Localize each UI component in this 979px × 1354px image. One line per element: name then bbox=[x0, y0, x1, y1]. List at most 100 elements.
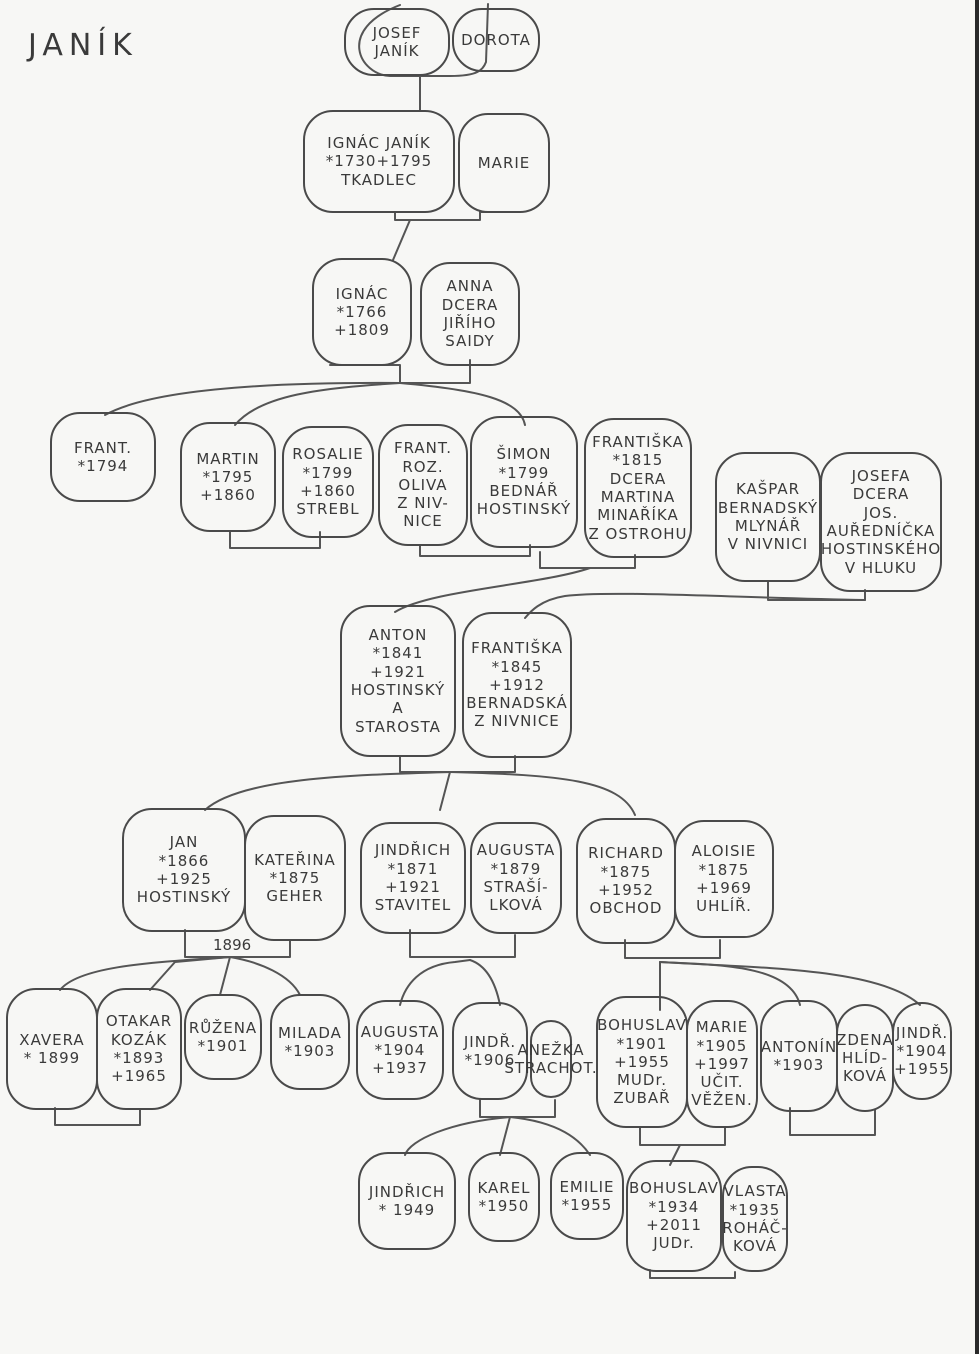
person-text-line: ŠIMON bbox=[496, 445, 552, 464]
person-text-line: JANÍK bbox=[374, 42, 420, 60]
person-text-line: DCERA bbox=[441, 295, 499, 314]
person-text-line: +1809 bbox=[334, 321, 390, 340]
person-text-line: JUDr. bbox=[653, 1234, 695, 1253]
person-text-line: KOVÁ bbox=[732, 1237, 778, 1256]
person-text-line: STAVITEL bbox=[374, 896, 452, 915]
person-text-line: TKADLEC bbox=[341, 170, 417, 189]
person-text-line: OBCHOD bbox=[589, 899, 663, 918]
person-jindrich-1949: JINDŘICH* 1949 bbox=[358, 1152, 456, 1250]
person-text-line: STRAŠÍ- bbox=[483, 878, 549, 896]
person-text-line: JINDŘ. bbox=[463, 1032, 517, 1051]
person-text-line: IGNÁC bbox=[335, 284, 389, 303]
person-text-line: HLÍD- bbox=[841, 1048, 889, 1067]
page-edge bbox=[975, 0, 979, 1354]
person-text-line: BERNADSKÝ bbox=[717, 498, 819, 517]
person-text-line: * 1899 bbox=[23, 1049, 81, 1067]
person-text-line: *1875 bbox=[269, 868, 321, 887]
person-text-line: OTAKAR bbox=[105, 1012, 173, 1031]
person-text-line: *1950 bbox=[478, 1197, 530, 1215]
person-text-line: STAROSTA bbox=[355, 717, 441, 736]
person-text-line: A bbox=[392, 699, 404, 718]
person-text-line: +1860 bbox=[200, 486, 256, 505]
person-text-line: FRANT. bbox=[73, 438, 133, 457]
person-text-line: MARTIN bbox=[196, 449, 260, 468]
person-text-line: *1875 bbox=[698, 860, 750, 879]
person-text-line: VĚŽEN. bbox=[691, 1091, 753, 1110]
person-text-line: ROSALIE bbox=[292, 445, 364, 464]
person-text-line: KAREL bbox=[477, 1178, 531, 1197]
person-text-line: *1901 bbox=[197, 1037, 249, 1055]
person-text-line: *1795 bbox=[202, 467, 254, 486]
person-text-line: BEDNÁŘ bbox=[489, 482, 559, 500]
person-text-line: MLYNÁŘ bbox=[734, 517, 802, 535]
person-jindr-1904: JINDŘ.*1904+1955 bbox=[892, 1002, 952, 1100]
person-text-line: JAN bbox=[169, 833, 199, 852]
person-text-line: ANTONÍN bbox=[760, 1037, 838, 1056]
person-text-line: HOSTINSKÝ bbox=[136, 888, 232, 907]
person-text-line: RICHARD bbox=[588, 844, 664, 863]
person-text-line: ZDENA bbox=[836, 1030, 894, 1049]
person-text-line: KOZÁK bbox=[110, 1030, 168, 1049]
person-text-line: AUGUSTA bbox=[476, 841, 556, 860]
person-text-line: *1934 bbox=[648, 1197, 700, 1216]
person-text-line: *1901 bbox=[616, 1034, 668, 1053]
person-xavera: XAVERA* 1899 bbox=[6, 988, 98, 1110]
person-text-line: *1730+1795 bbox=[325, 152, 433, 171]
person-augusta-1904: AUGUSTA*1904+1937 bbox=[356, 1000, 444, 1100]
person-text-line: MILADA bbox=[278, 1023, 342, 1042]
person-text-line: +1955 bbox=[894, 1060, 950, 1079]
person-jindr-1906: JINDŘ.*1906 bbox=[452, 1002, 528, 1100]
person-text-line: *1935 bbox=[729, 1200, 781, 1219]
person-text-line: RŮŽENA bbox=[188, 1018, 258, 1037]
person-text-line: VLASTA bbox=[723, 1182, 787, 1201]
person-text-line: HOSTINSKÝ bbox=[350, 681, 446, 699]
person-text-line: AUŘEDNÍČKA bbox=[826, 522, 936, 540]
person-text-line: *1905 bbox=[696, 1036, 748, 1055]
person-text-line: Z NIVNICE bbox=[474, 712, 560, 731]
person-text-line: FRANT. bbox=[393, 439, 453, 458]
person-text-line: *1841 bbox=[372, 644, 424, 663]
person-text-line: KAŠPAR bbox=[735, 480, 801, 499]
person-text-line: *1794 bbox=[77, 457, 129, 475]
person-text-line: NICE bbox=[403, 512, 443, 531]
person-dorota: DOROTA bbox=[452, 8, 540, 72]
person-text-line: KATEŘINA bbox=[254, 850, 336, 869]
person-text-line: *1879 bbox=[490, 859, 542, 878]
person-text-line: JIŘÍHO bbox=[443, 314, 497, 332]
marriage-year-annotation: 1896 bbox=[213, 936, 252, 954]
person-text-line: MINAŘÍKA bbox=[597, 506, 679, 525]
person-text-line: +2011 bbox=[646, 1216, 702, 1234]
person-ignac: IGNÁC*1766+1809 bbox=[312, 258, 412, 366]
person-text-line: *1871 bbox=[387, 859, 439, 878]
person-text-line: XAVERA bbox=[19, 1030, 85, 1049]
person-text-line: +1925 bbox=[156, 870, 212, 888]
person-text-line: HOSTINSKÝ bbox=[476, 500, 572, 519]
person-text-line: UČIT. bbox=[700, 1073, 744, 1092]
person-text-line: JOS. bbox=[863, 503, 899, 522]
person-text-line: KOVÁ bbox=[842, 1067, 888, 1086]
person-text-line: *1955 bbox=[561, 1196, 613, 1214]
person-text-line: *1766 bbox=[336, 302, 388, 321]
person-text-line: JINDŘ. bbox=[895, 1023, 949, 1042]
page-title: JANÍK bbox=[28, 28, 138, 63]
person-text-line: DCERA bbox=[609, 469, 667, 488]
person-text-line: ROHÁČ- bbox=[722, 1219, 788, 1237]
person-martin: MARTIN*1795+1860 bbox=[180, 422, 276, 532]
person-text-line: MARTINA bbox=[600, 488, 676, 506]
person-marie: MARIE bbox=[458, 113, 550, 213]
person-text-line: *1799 bbox=[302, 463, 354, 482]
person-text-line: *1906 bbox=[464, 1051, 516, 1069]
person-text-line: +1937 bbox=[372, 1059, 428, 1078]
person-text-line: LKOVÁ bbox=[489, 896, 543, 915]
